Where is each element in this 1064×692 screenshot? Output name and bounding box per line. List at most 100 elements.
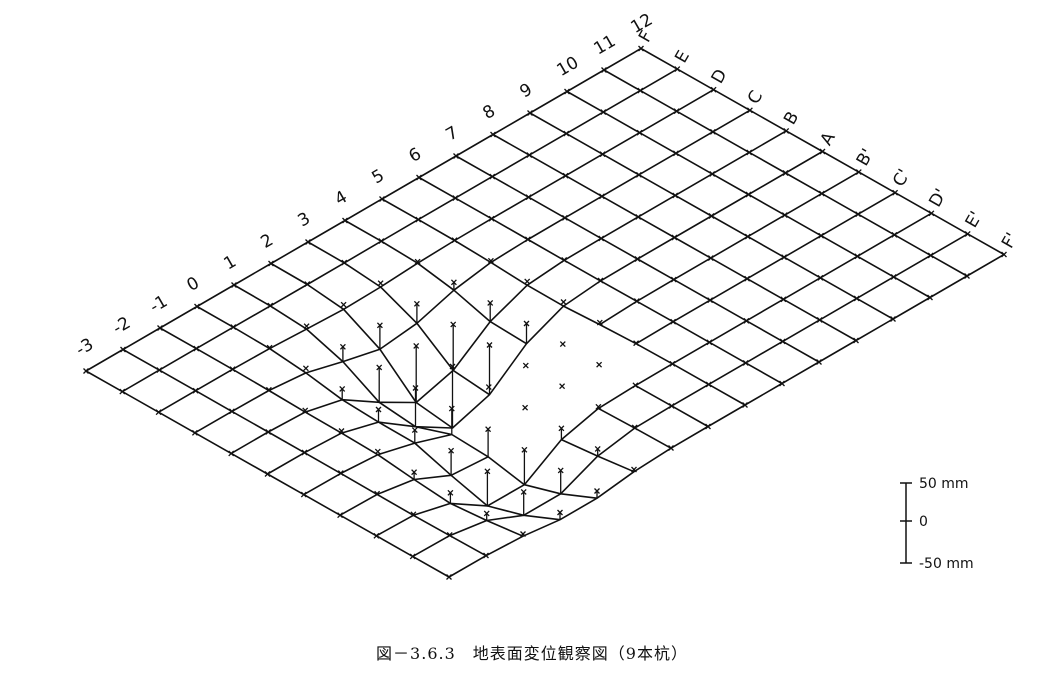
measurement-point-mark (744, 275, 751, 282)
measurement-point-mark (191, 429, 198, 436)
mesh-line-column (381, 198, 746, 406)
mesh-line-row (448, 253, 1005, 578)
measurement-point-mark (927, 294, 933, 301)
measurement-point-mark (374, 490, 381, 497)
measurement-point-mark (303, 323, 310, 330)
measurement-point-mark (673, 108, 680, 115)
measurement-point-mark (746, 107, 753, 114)
measurement-point-mark (927, 252, 934, 259)
measurement-point-mark (559, 383, 566, 390)
measurement-point-mark (412, 385, 419, 391)
measurement-point-mark (521, 446, 528, 453)
measurement-point-mark (632, 382, 639, 389)
measurement-point-mark (341, 259, 348, 266)
measurement-point-mark (669, 360, 676, 367)
measurement-point-mark (596, 361, 603, 368)
measurement-point-mark (705, 381, 712, 388)
measurement-point-mark (709, 170, 716, 177)
measurement-point-mark (635, 213, 642, 220)
measurement-point-mark (594, 488, 600, 494)
measurement-point-mark (598, 235, 605, 242)
displacement-stems (341, 282, 599, 521)
measurement-point-mark (892, 189, 899, 196)
measurement-point-mark (671, 234, 678, 241)
measurement-point-mark (638, 45, 644, 52)
measurement-point-mark (304, 281, 311, 288)
measurement-point-mark (450, 279, 457, 286)
row-label: C' (889, 166, 915, 190)
measurement-point-mark (194, 303, 200, 310)
measurement-point-mark (229, 366, 236, 373)
measurement-point-mark (266, 344, 273, 351)
measurement-point-mark (264, 471, 271, 477)
measurement-point-mark (891, 231, 898, 238)
measurement-point-mark (411, 427, 418, 434)
measurement-point-mark (416, 174, 422, 181)
row-label: B (780, 108, 803, 128)
scale-label-middle: 0 (919, 514, 928, 530)
measurement-point-mark (855, 211, 862, 218)
measurement-point-mark (446, 574, 452, 580)
measurement-point-mark (527, 110, 533, 116)
measurement-point-mark (337, 470, 344, 477)
measurement-point-mark (782, 170, 789, 176)
column-label: 0 (184, 273, 203, 296)
measurement-point-mark (339, 385, 346, 392)
mesh-line-row (635, 192, 896, 345)
measurement-point-mark (192, 387, 199, 394)
measurement-point-mark (338, 428, 345, 434)
measurement-point-mark (672, 150, 679, 157)
measurement-point-mark (744, 233, 751, 240)
measurement-point-mark (490, 131, 496, 138)
measurement-point-mark (157, 325, 163, 331)
measurement-point-mark (779, 338, 786, 345)
figure-caption: 図－3.6.3 地表面変位観察図（9本杭） (376, 644, 688, 663)
measurement-point-mark (374, 448, 381, 455)
measurement-point-mark (268, 260, 274, 267)
measurement-point-mark (379, 196, 385, 202)
measurement-point-mark (342, 217, 348, 224)
measurement-point-mark (780, 296, 787, 303)
measurement-point-mark (964, 230, 971, 237)
measurement-point-mark (526, 152, 533, 159)
measurement-point-mark (524, 236, 531, 243)
measurement-point-mark (411, 469, 418, 476)
measurement-point-mark (483, 552, 489, 559)
measurement-point-mark (450, 321, 457, 328)
measurement-point-mark (890, 316, 896, 322)
mesh-line-row (412, 233, 969, 558)
measurement-point-mark (267, 302, 274, 309)
measurement-point-mark (745, 191, 752, 198)
measurement-point-mark (449, 363, 456, 370)
measurement-point-mark (634, 256, 641, 262)
measurement-point-mark (373, 532, 380, 539)
measurement-point-mark (337, 512, 344, 519)
mesh-line-row (121, 68, 678, 393)
measurement-point-mark (674, 66, 681, 73)
measurement-point-mark (448, 447, 455, 454)
measurement-point-mark (305, 239, 311, 245)
measurement-point-mark (818, 232, 825, 239)
measurement-point-mark (633, 340, 640, 347)
measurement-point-mark (265, 428, 272, 435)
measurement-point-mark (783, 127, 790, 134)
column-label: 4 (332, 187, 351, 210)
measurement-point-mark (557, 509, 563, 516)
row-label: E' (962, 208, 987, 231)
mesh-line-row (267, 150, 823, 475)
measurement-point-mark (817, 274, 824, 281)
column-label: 6 (406, 144, 425, 167)
measurement-point-mark (595, 403, 602, 410)
measurement-point-mark (487, 257, 494, 264)
measurement-point-mark (633, 298, 640, 305)
mesh-line-row (376, 212, 932, 537)
measurement-point-mark (708, 213, 715, 219)
measurement-point-mark (413, 342, 420, 349)
measurement-point-mark (83, 368, 89, 374)
measurement-point-mark (707, 297, 714, 304)
measurement-point-mark (596, 319, 603, 326)
measurement-point-mark (119, 388, 126, 395)
column-label: 8 (480, 101, 499, 124)
measurement-point-mark (265, 386, 272, 393)
